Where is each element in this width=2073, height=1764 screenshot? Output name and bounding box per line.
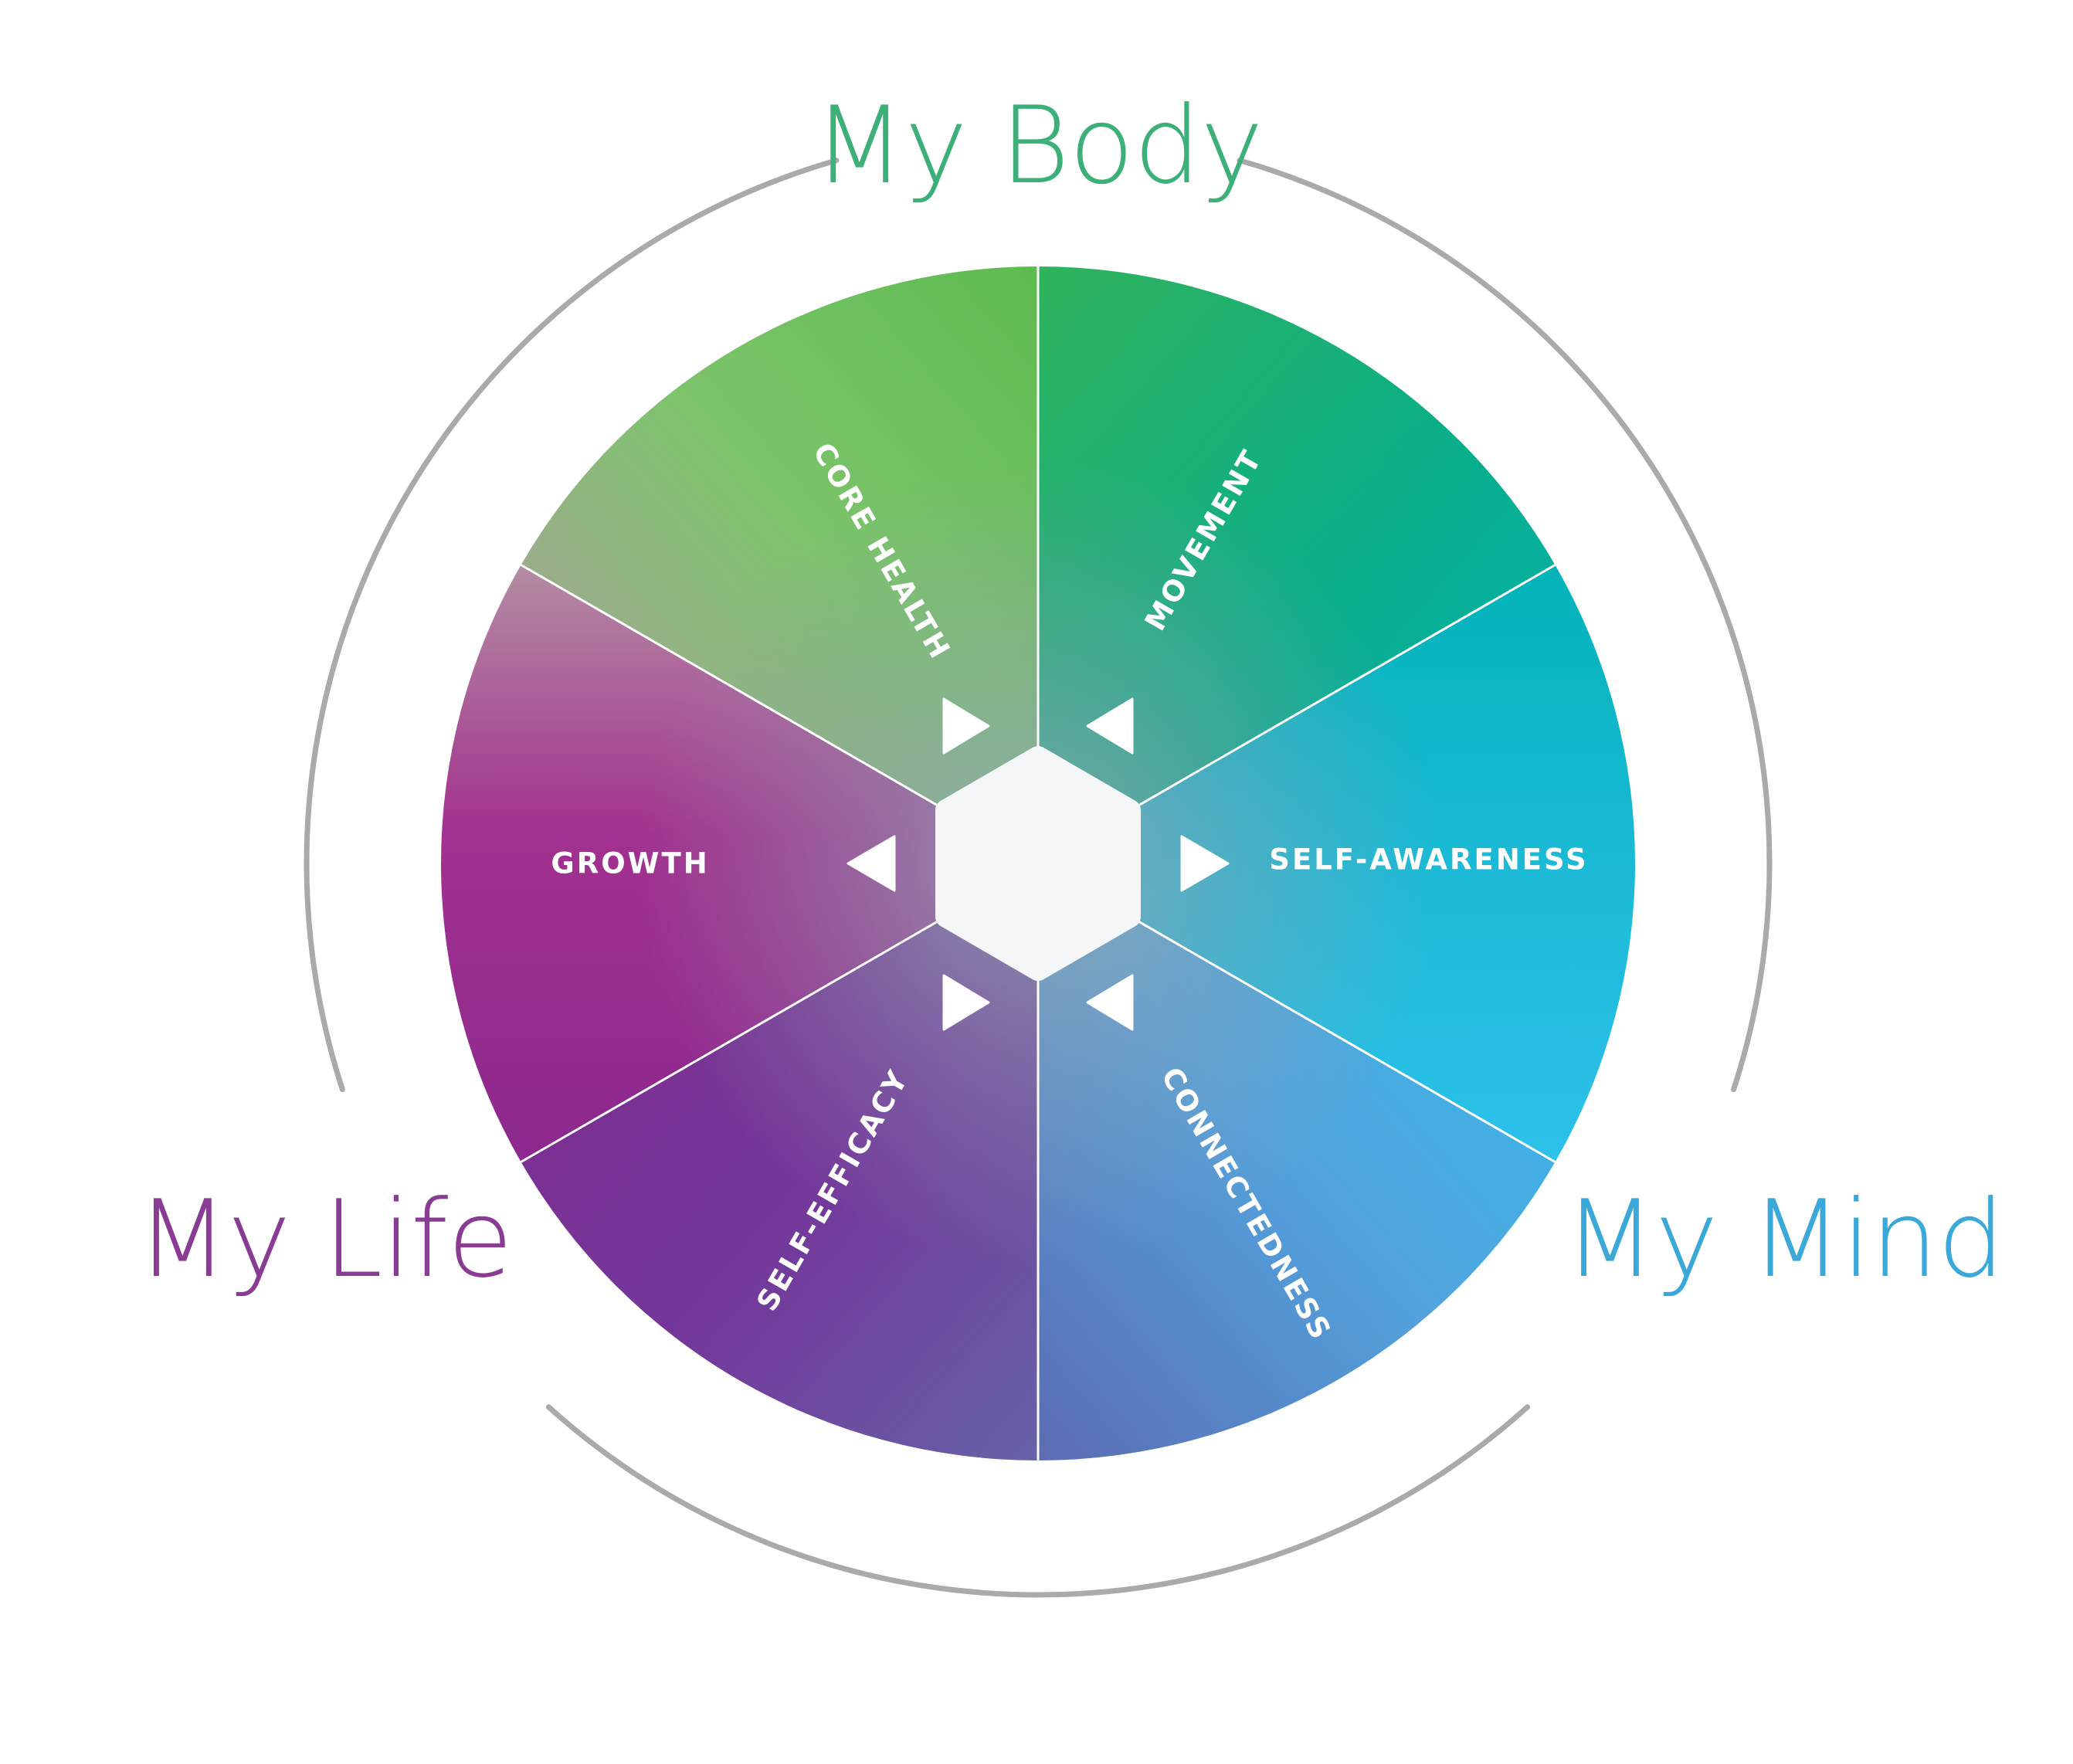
ring-arc-bottom	[545, 1404, 1531, 1598]
segment-label-self-awareness: SELF-AWARENESS	[1269, 843, 1588, 877]
outer-label-my-life: My Life	[137, 1177, 512, 1301]
arrow-self-awareness	[1180, 835, 1230, 892]
outer-label-my-mind: My Mind	[1564, 1177, 2004, 1301]
outer-label-my-body: My Body	[813, 83, 1263, 208]
arrow-connectedness	[1086, 974, 1134, 1031]
ring-arc-top-right	[1237, 158, 1773, 1093]
segment-label-growth: GROWTH	[551, 847, 709, 880]
center-hub	[935, 746, 1141, 981]
flow-arrows	[847, 697, 1230, 1031]
arrow-movement	[1086, 697, 1134, 755]
arrow-core-health	[942, 697, 990, 755]
ring-arc-top-left	[304, 158, 840, 1093]
arrow-growth	[847, 835, 896, 892]
outer-ring	[304, 158, 1773, 1598]
arrow-self-efficacy	[942, 974, 990, 1031]
